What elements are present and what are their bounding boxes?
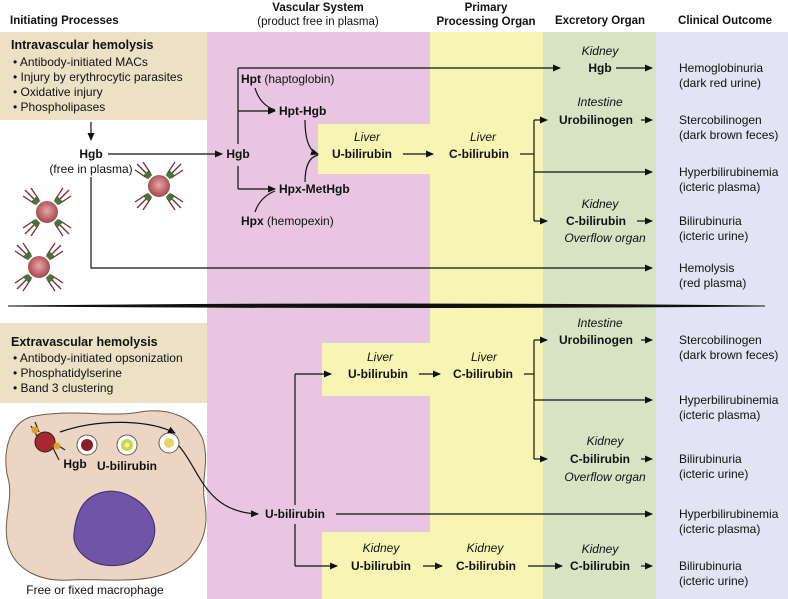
- outcome-hemoglobinuria: Hemoglobinuria: [679, 61, 763, 75]
- hpt-label: Hpt (haptoglobin): [241, 72, 334, 86]
- extravascular-ubili-2: U-bilirubin: [351, 559, 411, 573]
- intravascular-title: Intravascular hemolysis: [11, 38, 153, 52]
- intravascular-cause-3: • Oxidative injury: [13, 85, 103, 99]
- extra-outcome-stercobilinogen: Stercobilinogen: [679, 333, 762, 347]
- outcome-hemolysis-detail: (red plasma): [679, 276, 746, 290]
- extra-outcome-stercobilinogen-detail: (dark brown feces): [679, 348, 778, 362]
- macrophage-caption: Free or fixed macrophage: [26, 583, 164, 597]
- extra-outcome-hyperbilirubinemia-2-detail: (icteric plasma): [679, 522, 760, 536]
- intravascular-kidney-1: Kidney: [582, 44, 620, 58]
- lysed-rbc-icon: [134, 161, 184, 211]
- hpx-label: Hpx (hemopexin): [241, 214, 334, 228]
- extravascular-kidney-4: Kidney: [582, 542, 620, 556]
- outcome-stercobilinogen: Stercobilinogen: [679, 113, 762, 127]
- phagocytosed-rbc-icon: [30, 421, 66, 461]
- extravascular-kidney-1: Kidney: [587, 434, 625, 448]
- header-primary-1: Primary: [465, 2, 508, 14]
- liver-highlight-intravascular: [318, 124, 430, 174]
- liver-highlight-extravascular: [322, 343, 430, 396]
- outcome-bilirubinuria: Bilirubinuria: [679, 214, 742, 228]
- header-clinical: Clinical Outcome: [678, 15, 772, 27]
- extra-outcome-hyperbilirubinemia-2: Hyperbilirubinemia: [679, 507, 779, 521]
- header-initiating: Initiating Processes: [10, 15, 119, 27]
- extravascular-urobilinogen: Urobilinogen: [559, 333, 633, 347]
- vascular-hgb: Hgb: [226, 147, 249, 161]
- hgb-vesicle-icon: [76, 434, 98, 456]
- intravascular-liver-1: Liver: [354, 130, 381, 144]
- header-primary-2: Processing Organ: [436, 16, 535, 28]
- macrophage-hgb: Hgb: [63, 457, 86, 471]
- extravascular-cause-2: • Phosphatidylserine: [13, 366, 122, 380]
- free-hgb-label: Hgb: [79, 147, 102, 161]
- curve-macrophage-to-ubili: [178, 445, 259, 518]
- section-divider: [7, 303, 766, 308]
- curve-phagocytosis: [59, 421, 176, 434]
- intravascular-ubili-1: U-bilirubin: [332, 147, 392, 161]
- header-vascular: Vascular System: [272, 2, 363, 14]
- free-hgb-sub: (free in plasma): [49, 162, 132, 176]
- extravascular-kidney-2: Kidney: [363, 541, 401, 555]
- macrophage-ubili: U-bilirubin: [97, 459, 157, 473]
- extravascular-cause-box: [0, 323, 207, 403]
- intravascular-cbili-2: C-bilirubin: [566, 214, 626, 228]
- intravascular-cause-2: • Injury by erythrocytic parasites: [13, 70, 183, 84]
- extravascular-cause-3: • Band 3 clustering: [13, 381, 113, 395]
- primary-organ-band: [430, 32, 543, 599]
- extra-outcome-hyperbilirubinemia-1: Hyperbilirubinemia: [679, 393, 779, 407]
- extra-outcome-hyperbilirubinemia-1-detail: (icteric plasma): [679, 408, 760, 422]
- macrophage-nucleus: [73, 490, 156, 567]
- curve-hpx-to-ubili: [304, 154, 319, 183]
- extravascular-intestine: Intestine: [577, 316, 623, 330]
- outcome-hyperbilirubinemia: Hyperbilirubinemia: [679, 165, 779, 179]
- outcome-hyperbilirubinemia-detail: (icteric plasma): [679, 180, 760, 194]
- intravascular-liver-2: Liver: [470, 130, 497, 144]
- intravascular-kidney-2: Kidney: [582, 197, 620, 211]
- outcome-stercobilinogen-detail: (dark brown feces): [679, 128, 778, 142]
- lysed-rbc-icon: [14, 242, 64, 292]
- extravascular-cbili-4: C-bilirubin: [570, 559, 630, 573]
- intravascular-cbili-1: C-bilirubin: [449, 147, 509, 161]
- extravascular-cause-1: • Antibody-initiated opsonization: [13, 351, 183, 365]
- extravascular-ubili-1: U-bilirubin: [348, 367, 408, 381]
- excretory-organ-band: [543, 32, 656, 599]
- extra-outcome-bilirubinuria-2-detail: (icteric urine): [679, 574, 748, 588]
- arrow-hgb-to-hemolysis: [90, 177, 653, 272]
- release-vesicle-icon: [158, 432, 180, 454]
- extravascular-title: Extravascular hemolysis: [11, 335, 158, 349]
- intravascular-cause-box: [0, 32, 207, 120]
- outcome-bilirubinuria-detail: (icteric urine): [679, 229, 748, 243]
- extra-outcome-bilirubinuria-1-detail: (icteric urine): [679, 467, 748, 481]
- extravascular-liver-2: Liver: [471, 350, 498, 364]
- outcome-hemoglobinuria-detail: (dark red urine): [679, 76, 761, 90]
- intravascular-intestine: Intestine: [577, 95, 623, 109]
- curve-hpt-hgb-to-ubili: [304, 119, 319, 156]
- curve-hpx-join: [254, 190, 276, 213]
- extravascular-cbili-2: C-bilirubin: [570, 452, 630, 466]
- header-vascular-sub: (product free in plasma): [257, 16, 379, 28]
- intravascular-urobilinogen: Urobilinogen: [559, 113, 633, 127]
- intravascular-kidney-hgb: Hgb: [588, 61, 611, 75]
- header-excretory: Excretory Organ: [555, 15, 645, 27]
- extra-outcome-bilirubinuria-2: Bilirubinuria: [679, 559, 742, 573]
- lysed-rbc-icon: [22, 187, 72, 237]
- extravascular-liver-1: Liver: [367, 350, 394, 364]
- hpt-hgb-label: Hpt-Hgb: [279, 104, 326, 118]
- ubilirubin-vesicle-icon: [116, 434, 138, 456]
- clinical-outcome-band: [656, 32, 788, 599]
- extravascular-cbili-3: C-bilirubin: [456, 559, 516, 573]
- hpx-methgb-label: Hpx-MetHgb: [279, 182, 350, 196]
- kidney-highlight-extravascular: [322, 532, 430, 599]
- intravascular-cause-1: • Antibody-initiated MACs: [13, 55, 148, 69]
- outcome-hemolysis: Hemolysis: [679, 261, 734, 275]
- extravascular-cbili-1: C-bilirubin: [453, 367, 513, 381]
- intravascular-cause-4: • Phospholipases: [13, 100, 105, 114]
- extravascular-kidney-3: Kidney: [467, 541, 505, 555]
- extra-outcome-bilirubinuria-1: Bilirubinuria: [679, 452, 742, 466]
- extravascular-overflow: Overflow organ: [564, 470, 646, 484]
- extravascular-ubili-plasma: U-bilirubin: [265, 507, 325, 521]
- curve-hpt-join: [254, 87, 276, 111]
- intravascular-overflow: Overflow organ: [564, 231, 646, 245]
